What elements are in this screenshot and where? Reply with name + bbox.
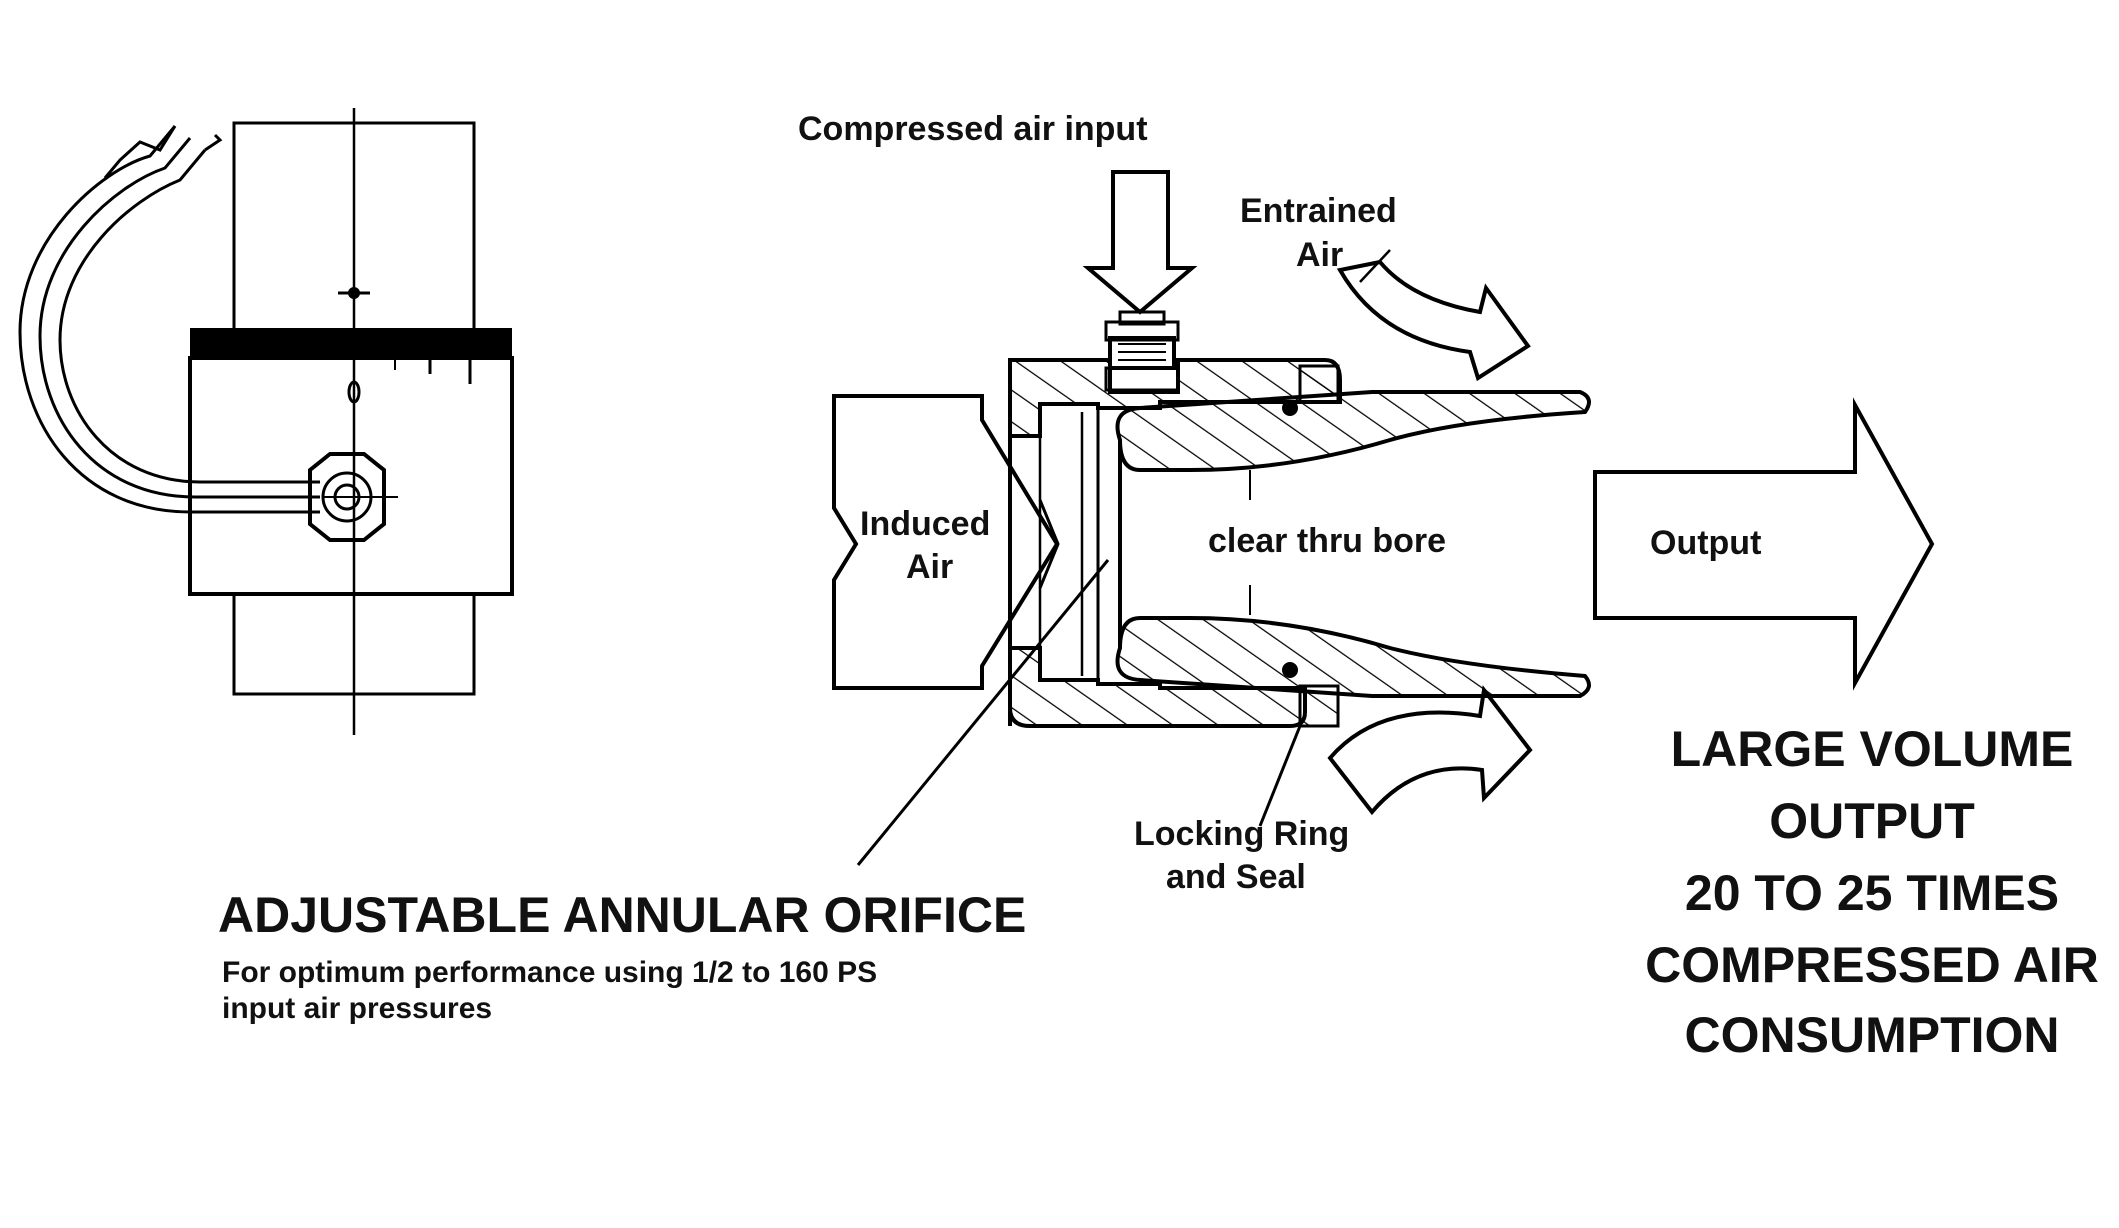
orifice-note-line-2: input air pressures (222, 992, 492, 1025)
entrained-air-arrow-bottom (1327, 685, 1533, 816)
orifice-note-line-1: For optimum performance using 1/2 to 160… (222, 956, 877, 989)
side-view-amplifier (18, 108, 514, 735)
locking-ring-label-2: and Seal (1166, 858, 1306, 896)
output-label: Output (1650, 524, 1761, 562)
volume-note-line-1: LARGE VOLUME (1671, 721, 2074, 777)
entrained-air-label-2: Air (1296, 236, 1343, 274)
orifice-title: ADJUSTABLE ANNULAR ORIFICE (218, 887, 1026, 943)
black-band (190, 328, 512, 360)
induced-air-label-1: Induced (860, 505, 990, 543)
hose-fitting (308, 452, 398, 542)
locking-ring (1282, 364, 1340, 728)
locking-ring-label-1: Locking Ring (1134, 815, 1349, 853)
compressed-air-input-label: Compressed air input (798, 110, 1148, 148)
nozzle-bottom (1115, 616, 1591, 698)
volume-note-line-3: 20 TO 25 TIMES (1685, 865, 2059, 921)
amplifier-body (188, 356, 514, 596)
volume-note-line-2: OUTPUT (1769, 793, 1975, 849)
volume-note-line-5: CONSUMPTION (1685, 1007, 2060, 1063)
orifice-leader (856, 559, 1110, 866)
lower-pipe (232, 592, 476, 696)
volume-note-line-4: COMPRESSED AIR (1645, 937, 2099, 993)
compressed-air-arrow (1082, 170, 1198, 315)
entrained-air-arrow-top (1336, 259, 1531, 382)
clear-thru-bore-label: clear thru bore (1208, 522, 1446, 560)
nozzle-top (1115, 390, 1591, 472)
air-hose (18, 125, 320, 514)
output-arrow (1593, 397, 1935, 691)
entrained-air-label-1: Entrained (1240, 192, 1397, 230)
induced-air-label-2: Air (906, 548, 953, 586)
input-fitting (1104, 310, 1180, 392)
locking-ring-leader (1258, 725, 1302, 827)
cutaway-amplifier (832, 170, 1935, 866)
induced-air-arrow (832, 394, 1060, 690)
housing-bottom (1008, 646, 1307, 728)
entrained-leader (1359, 249, 1391, 283)
